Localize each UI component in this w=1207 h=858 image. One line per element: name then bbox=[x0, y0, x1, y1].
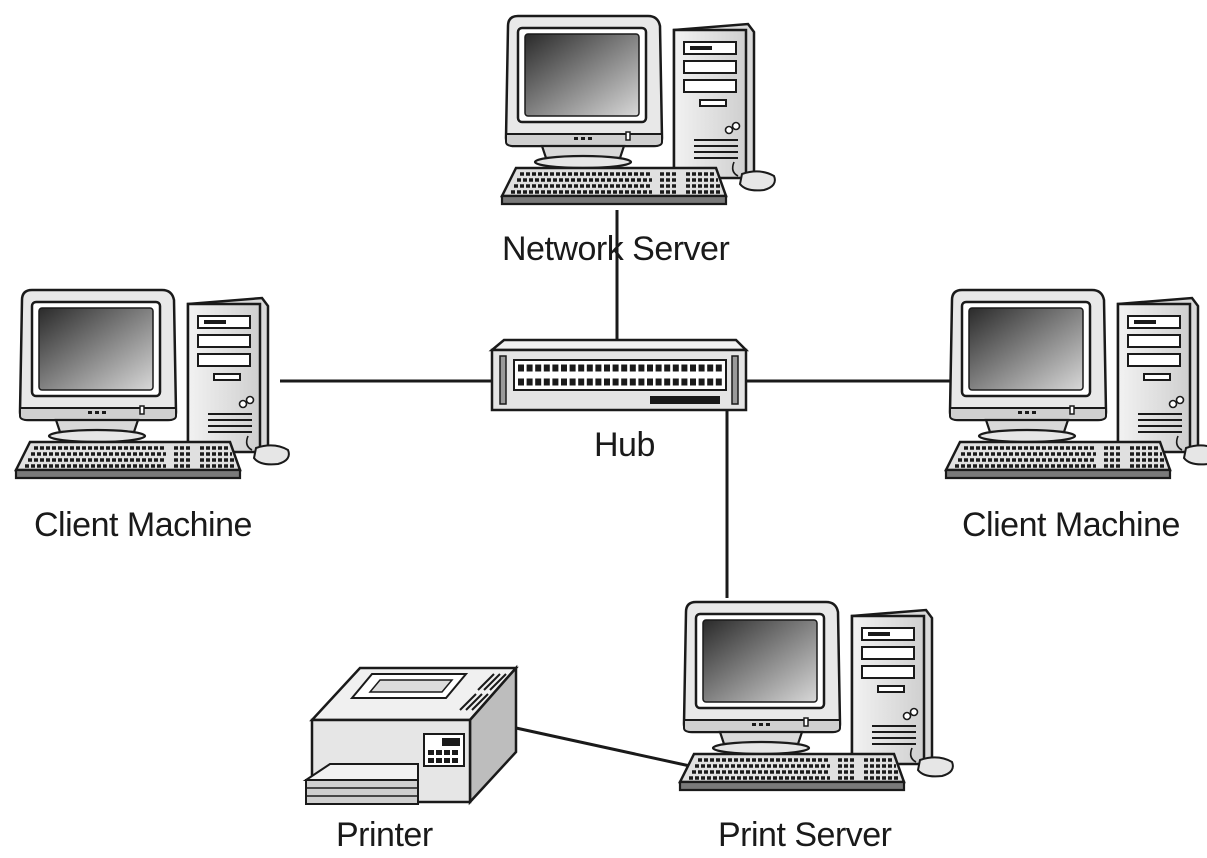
laser-printer-icon bbox=[302, 664, 519, 806]
network-hub-icon bbox=[488, 338, 750, 412]
connection-lines bbox=[280, 210, 972, 768]
network-server-node bbox=[500, 14, 777, 206]
client-machine-left-node bbox=[14, 288, 291, 480]
client-machine-right-node bbox=[944, 288, 1207, 480]
link-print-server-printer bbox=[515, 726, 691, 768]
network-server-label: Network Server bbox=[502, 230, 730, 268]
desktop-computer-icon bbox=[500, 14, 777, 206]
client-machine-left-label: Client Machine bbox=[34, 506, 252, 544]
print-server-label: Print Server bbox=[718, 816, 892, 854]
desktop-computer-icon bbox=[14, 288, 291, 480]
client-machine-right-label: Client Machine bbox=[962, 506, 1180, 544]
hub-label: Hub bbox=[594, 426, 655, 464]
desktop-computer-icon bbox=[678, 600, 955, 792]
printer-label: Printer bbox=[336, 816, 433, 854]
desktop-computer-icon bbox=[944, 288, 1207, 480]
print-server-node bbox=[678, 600, 955, 792]
